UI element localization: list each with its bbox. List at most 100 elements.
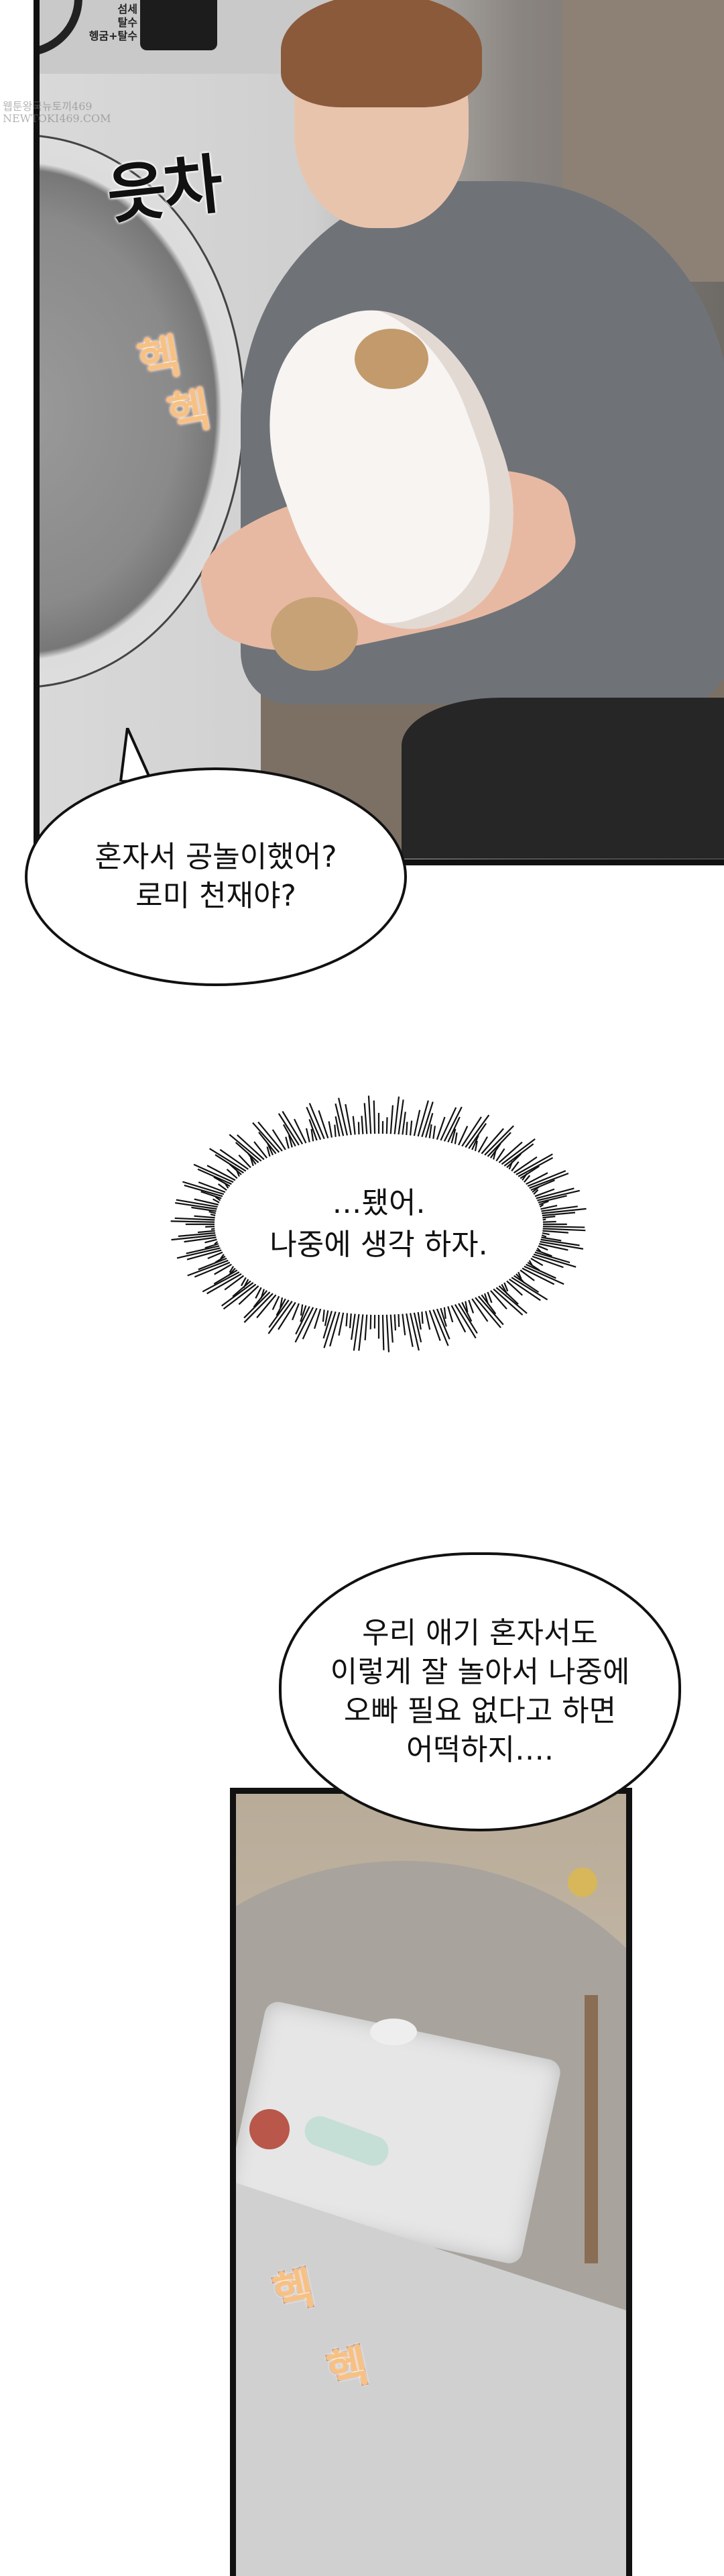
burst-line [529, 1173, 569, 1189]
burst-line [198, 1257, 227, 1271]
burst-line [186, 1249, 222, 1260]
burst-line [210, 1213, 216, 1217]
burst-line [187, 1259, 229, 1277]
burst-line [522, 1267, 555, 1285]
burst-line [447, 1116, 461, 1143]
burst-line [213, 1176, 231, 1187]
burst-line [215, 1255, 226, 1263]
dialogue-line: 이렇게 잘 놀아서 나중에 [330, 1654, 630, 1689]
burst-line [498, 1285, 519, 1305]
burst-line [278, 1113, 300, 1146]
washer-dial [40, 0, 82, 56]
burst-line [178, 1232, 216, 1237]
burst-line [171, 1234, 216, 1241]
burst-line [209, 1148, 247, 1172]
burst-line [213, 1198, 220, 1203]
burst-line [520, 1165, 540, 1179]
burst-line [294, 1307, 314, 1343]
burst-line [394, 1314, 397, 1331]
burst-line [461, 1301, 473, 1322]
burst-line [477, 1136, 489, 1153]
burst-line [458, 1126, 469, 1146]
burst-line [214, 1241, 219, 1245]
burst-line [193, 1163, 234, 1183]
burst-line [232, 1280, 251, 1297]
comic-panel-puppy-hug: 섬세 탈수 헹굼+탈수 읏차 헥 헥 [34, 0, 724, 865]
speech-bubble-tail [119, 728, 154, 782]
burst-line [361, 1116, 364, 1134]
burst-line [364, 1314, 368, 1340]
burst-line [508, 1161, 514, 1170]
burst-line [443, 1106, 463, 1142]
burst-line [338, 1312, 345, 1336]
burst-line [526, 1172, 548, 1185]
burst-line [255, 1287, 262, 1299]
burst-line [506, 1153, 522, 1169]
speech-bubble: 우리 애기 혼자서도 이렇게 잘 놀아서 나중에 오빠 필요 없다고 하면 어떡… [279, 1552, 681, 1831]
burst-line [294, 1118, 307, 1144]
burst-line [238, 1285, 259, 1305]
burst-line [417, 1100, 429, 1137]
burst-line [210, 1228, 215, 1230]
burst-line [194, 1261, 231, 1278]
burst-line [237, 1134, 265, 1161]
burst-line [176, 1247, 221, 1259]
burst-line [406, 1313, 414, 1347]
burst-line [477, 1295, 504, 1326]
burst-line [194, 1198, 219, 1205]
burst-line [322, 1309, 325, 1322]
burst-line [471, 1134, 479, 1150]
burst-line [373, 1100, 376, 1134]
burst-line [226, 1169, 238, 1179]
burst-line [440, 1307, 447, 1327]
burst-line [235, 1142, 259, 1163]
burst-line [213, 1269, 238, 1285]
burst-line [447, 1306, 454, 1323]
burst-line [318, 1110, 329, 1138]
burst-line [538, 1195, 567, 1203]
burst-line [194, 1215, 215, 1219]
burst-line [267, 1301, 293, 1334]
burst-line [536, 1187, 575, 1199]
burst-line [440, 1107, 457, 1141]
red-ball [249, 2109, 290, 2149]
burst-line [398, 1099, 404, 1135]
burst-line [191, 1206, 217, 1212]
burst-line [402, 1313, 406, 1336]
burst-line [436, 1116, 446, 1140]
burst-line [458, 1303, 478, 1334]
burst-line [220, 1254, 225, 1259]
burst-line [450, 1305, 467, 1333]
burst-line [514, 1156, 538, 1174]
burst-line [240, 1277, 247, 1287]
burst-line [542, 1232, 550, 1236]
burst-line [322, 1311, 333, 1339]
burst-line [542, 1212, 576, 1217]
burst-line [308, 1119, 318, 1141]
burst-line [495, 1287, 528, 1314]
burst-line [215, 1154, 244, 1174]
burst-line [206, 1273, 242, 1295]
burst-line [417, 1311, 422, 1330]
dialogue-line: 우리 애기 혼자서도 [362, 1615, 598, 1650]
mouse-toy [370, 2019, 417, 2045]
burst-line [511, 1277, 548, 1301]
burst-line [197, 1168, 232, 1185]
burst-line [468, 1299, 475, 1313]
dialogue-line: 나중에 생각 하자. [269, 1228, 488, 1262]
burst-line [306, 1106, 322, 1140]
burst-line [385, 1314, 390, 1352]
burst-line [532, 1255, 564, 1269]
burst-line [524, 1265, 564, 1285]
burst-line [219, 1148, 249, 1170]
spiky-bubble-burst [170, 1095, 587, 1352]
burst-line [530, 1179, 555, 1191]
speech-bubble: 혼자서 공놀이했어? 로미 천재야? [25, 767, 407, 986]
washer-display [140, 0, 217, 50]
burst-line [481, 1128, 504, 1155]
burst-line [175, 1201, 217, 1210]
burst-line [465, 1301, 469, 1313]
burst-line [176, 1199, 218, 1208]
burst-line [351, 1313, 356, 1340]
burst-line [518, 1157, 554, 1177]
